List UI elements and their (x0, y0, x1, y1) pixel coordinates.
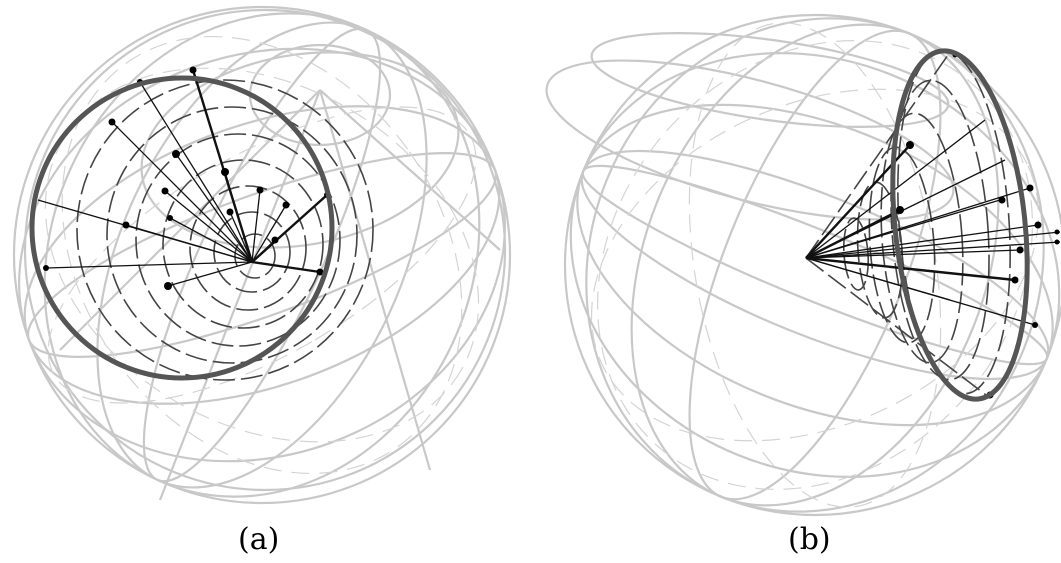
caption-a: (a) (238, 522, 280, 557)
ray-endpoints-a (43, 66, 330, 290)
sphere-grid-b (545, 13, 1061, 517)
cap-outline-a (29, 75, 335, 381)
rays-a (37, 69, 328, 287)
sphere-diagram-a (12, 5, 512, 505)
figure-a: (a) (0, 0, 530, 563)
figure-b: (b) (530, 0, 1061, 563)
caption-b: (b) (788, 522, 831, 557)
cone-rings-a (76, 79, 374, 381)
sphere-diagram-b (545, 13, 1061, 517)
cap-outline-b (890, 48, 1030, 402)
rays-b (805, 119, 1061, 326)
sphere-grid-a (12, 5, 512, 505)
ray-endpoints-b (896, 52, 1060, 399)
